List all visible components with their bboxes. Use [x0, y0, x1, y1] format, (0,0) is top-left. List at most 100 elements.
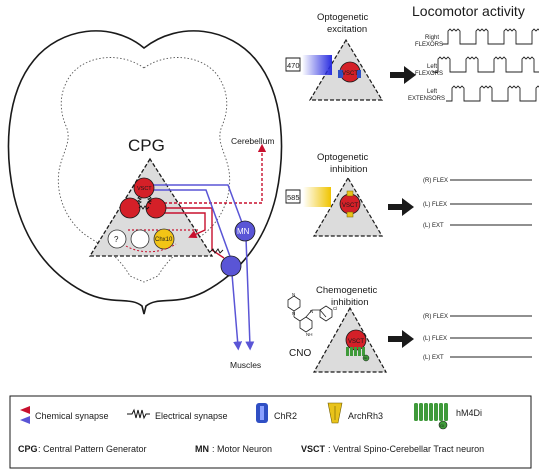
- cno-n1: N: [292, 292, 295, 297]
- inhibition-trace-label-r-flex: (R) FLEX: [423, 178, 448, 184]
- vsct-neuron-top: [133, 177, 155, 199]
- vsct-axon-to-interneuron: [154, 212, 206, 239]
- chr2-icon: [256, 403, 268, 423]
- legend-electrical-synapse: Electrical synapse: [155, 411, 228, 421]
- mn-axon-top: [245, 237, 255, 351]
- legend-hm4di-gi: Gi: [440, 423, 444, 428]
- excitation-light-cone: [302, 55, 332, 75]
- inhibition-title-line2: inhibition: [330, 164, 368, 175]
- archrh3-on-neuron-bottom: [346, 211, 354, 218]
- legend-vsct-abbr: VSCT: [301, 444, 326, 454]
- inhibition-light-cone: [303, 187, 331, 207]
- legend-mn-def: : Motor Neuron: [212, 444, 272, 454]
- trace-label-right-flexors-1: Right: [425, 35, 439, 41]
- trace-label-left-flexors-2: FLEXORS: [415, 71, 443, 77]
- spinal-cord: [7, 30, 283, 315]
- blue-axon-top: [152, 184, 245, 229]
- chemical-synapse-blue-icon: [20, 416, 30, 424]
- chemogenetic-gi-label: Gi: [364, 356, 367, 360]
- gi-protein-small: [362, 354, 370, 362]
- vsct-axon-to-mn: [154, 207, 225, 259]
- chemogenetic-trace-label-r-flex: (R) FLEX: [423, 314, 448, 320]
- cpg-title: CPG: [128, 136, 165, 155]
- trace-label-right-flexors-2: FLEXORS: [415, 42, 443, 48]
- inhibition-arrow: [388, 198, 414, 216]
- cno-molecule: [287, 295, 333, 333]
- blue-axon-bottom: [150, 189, 233, 263]
- legend: Chemical synapse Electrical synapse ChR2…: [9, 395, 532, 469]
- legend-vsct-def: : Ventral Spino-Cerebellar Tract neuron: [328, 444, 484, 454]
- excitation-vsct-label: VSCT: [342, 71, 358, 77]
- legend-chr2: ChR2: [274, 411, 297, 421]
- interneuron-dashed-link: [125, 243, 177, 253]
- wavelength-470: 470: [287, 61, 300, 70]
- trace-left-flexors: [431, 56, 539, 73]
- trace-label-left-extensors-1: Left: [427, 89, 437, 95]
- legend-box: [9, 395, 532, 469]
- cno-n3: N: [310, 309, 313, 314]
- trace-right-flexors: [441, 28, 539, 45]
- cerebellum-label: Cerebellum: [231, 136, 274, 146]
- hm4di-on-neuron: [346, 347, 365, 356]
- chemogenetic-vsct-label: VSCT: [348, 339, 364, 345]
- chemogenetic-title-line1: Chemogenetic: [316, 285, 378, 296]
- cno-label: CNO: [289, 348, 311, 359]
- electrical-synapse-mn: [209, 248, 224, 254]
- legend-hm4di: hM4Di: [456, 408, 482, 418]
- legend-cpg-abbr: CPG: [18, 444, 38, 454]
- electrical-synapse-c: [138, 205, 150, 210]
- trace-left-extensors: [445, 85, 539, 102]
- chemogenetic-arrow: [388, 330, 414, 348]
- unknown-interneuron-label: ?: [114, 235, 119, 244]
- chr2-on-neuron-right: [357, 70, 361, 78]
- vsct-axon-cerebellum: [154, 143, 267, 204]
- cno-n2: N: [292, 311, 295, 316]
- chemogenetic-trace-label-l-ext: (L) EXT: [423, 355, 444, 361]
- panel-inhibition: Optogenetic inhibition 585 VSCT (R) FLEX…: [285, 152, 532, 237]
- motor-neuron-bottom: [220, 255, 242, 277]
- mn-label: MN: [237, 227, 250, 236]
- muscles-label: Muscles: [230, 360, 261, 370]
- chemogenetic-title-line2: inhibition: [331, 297, 369, 308]
- chr2-on-neuron-left: [338, 70, 342, 78]
- panel-excitation: Optogenetic excitation 470 VSCT Right FL…: [285, 12, 539, 102]
- cno-cl: Cl: [333, 306, 337, 311]
- chemogenetic-trace-label-l-flex: (L) FLEX: [423, 336, 447, 342]
- spinal-cord-outline: [7, 30, 283, 315]
- chemical-synapse-red-icon: [20, 406, 30, 414]
- locomotor-activity-title: Locomotor activity: [412, 3, 525, 19]
- archrh3-on-neuron-top: [346, 190, 354, 197]
- legend-chemical-synapse: Chemical synapse: [35, 411, 109, 421]
- chx10-label: Chx10: [155, 237, 173, 243]
- legend-archrh3: ArchRh3: [348, 411, 383, 421]
- cpg-vsct-label: VSCT: [137, 186, 152, 192]
- gray-matter-outline: [57, 57, 231, 283]
- vsct-neuron-left: [119, 197, 141, 219]
- archrh3-icon: [327, 402, 343, 424]
- inhibition-trace-label-l-flex: (L) FLEX: [423, 202, 447, 208]
- inhibition-trace-label-l-ext: (L) EXT: [423, 223, 444, 229]
- vsct-neuron-cluster: [119, 177, 167, 219]
- unknown-interneuron: [107, 229, 127, 249]
- inhibition-vsct-label: VSCT: [342, 203, 358, 209]
- white-interneuron: [130, 229, 150, 249]
- wavelength-585: 585: [287, 193, 300, 202]
- legend-mn-abbr: MN: [195, 444, 209, 454]
- light-fiber-585: [285, 189, 301, 204]
- chx10-interneuron: [153, 228, 175, 250]
- vsct-neuron-right: [145, 197, 167, 219]
- excitation-title-line1: Optogenetic: [317, 12, 368, 23]
- inhibition-title-line1: Optogenetic: [317, 152, 368, 163]
- mn-axon-bottom: [231, 273, 243, 351]
- hm4di-icon: [414, 403, 448, 430]
- electrical-synapse-a: [136, 195, 143, 205]
- legend-cpg-def: : Central Pattern Generator: [38, 444, 147, 454]
- trace-label-left-extensors-2: EXTENSORS: [408, 96, 445, 102]
- light-fiber-470: [285, 57, 301, 72]
- excitation-arrow: [390, 66, 416, 84]
- trace-label-left-flexors-1: Left: [427, 64, 437, 70]
- motor-neuron-top: [234, 220, 256, 242]
- electrical-synapse-icon: [127, 408, 150, 420]
- cno-nh: NH: [306, 332, 313, 337]
